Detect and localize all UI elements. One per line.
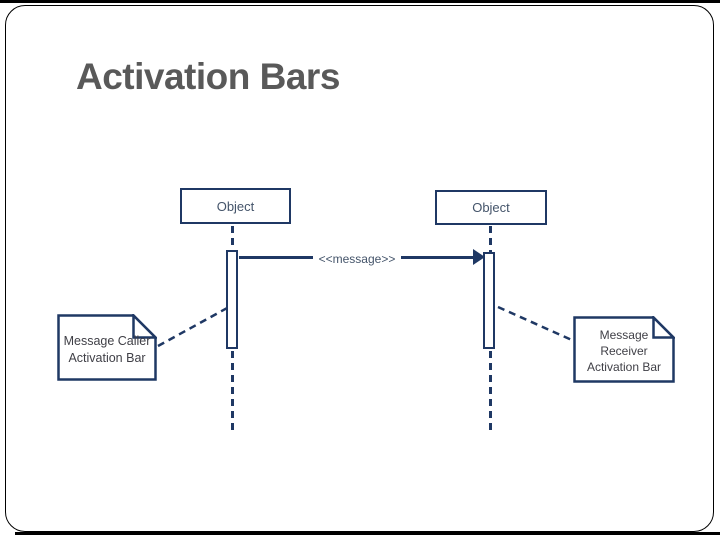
note-folded-corner	[652, 316, 675, 339]
note-line: Message	[599, 327, 649, 342]
lifeline-receiver-lower	[489, 351, 492, 435]
note-text: Message Receiver Activation Bar	[573, 316, 675, 384]
message-label: <<message>>	[312, 253, 402, 266]
note-caller-activation-bar: Message Caller Activation Bar	[57, 314, 157, 381]
message-arrowhead-icon	[473, 249, 485, 265]
message-label-wrap: <<message>>	[239, 250, 475, 268]
note-line: Receiver	[600, 343, 648, 358]
note-line: Activation Bar	[68, 350, 146, 365]
note-receiver-activation-bar: Message Receiver Activation Bar	[573, 316, 675, 383]
lifeline-caller-lower	[231, 351, 234, 433]
note-line: Activation Bar	[586, 359, 662, 374]
slide-top-edge	[0, 0, 720, 3]
note-text: Message Caller Activation Bar	[57, 314, 157, 383]
lifeline-receiver-upper	[489, 226, 492, 253]
slide-border-frame	[5, 5, 714, 532]
note-shape	[573, 316, 675, 383]
slide-bottom-edge	[15, 532, 720, 535]
object-box-caller: Object	[180, 188, 291, 224]
lifeline-caller-upper	[231, 226, 234, 251]
activation-bar-receiver	[483, 252, 495, 349]
object-box-receiver: Object	[435, 190, 547, 225]
activation-bar-caller	[226, 250, 238, 349]
page-title: Activation Bars	[76, 56, 340, 97]
note-folded-corner	[132, 314, 157, 339]
note-line: Message Caller	[63, 333, 151, 348]
object-label-caller: Object	[216, 198, 255, 214]
note-shape	[57, 314, 157, 381]
object-label-receiver: Object	[472, 200, 510, 215]
